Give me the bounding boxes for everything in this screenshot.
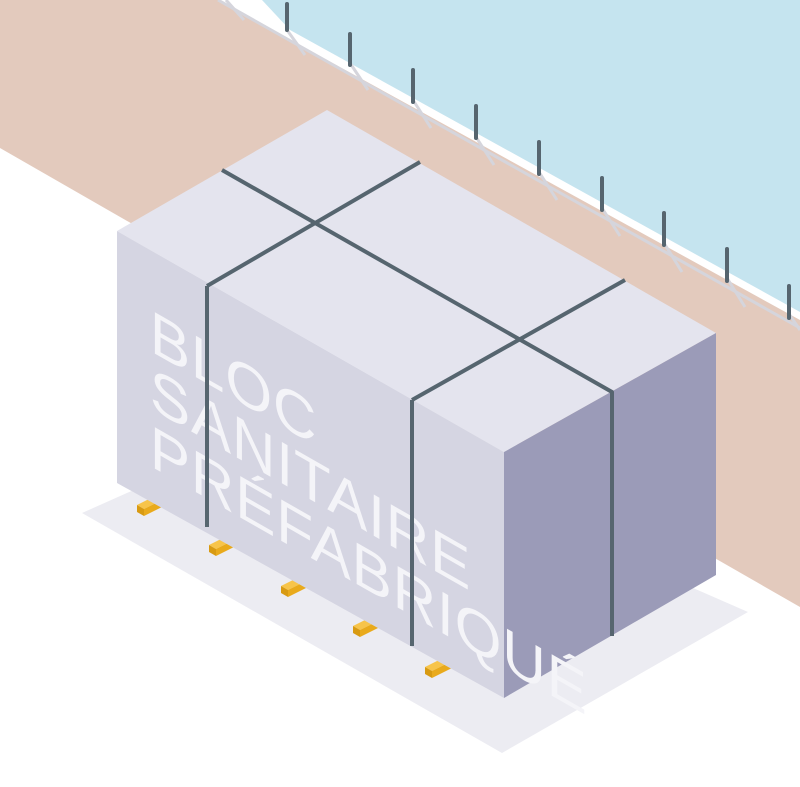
railing-diagonal: [411, 99, 433, 129]
railing-diagonal: [285, 29, 307, 56]
railing-diagonal: [662, 242, 684, 273]
railing-diagonal: [537, 171, 559, 201]
railing-diagonal: [725, 277, 747, 308]
box-front-face: [117, 231, 504, 698]
straps: [205, 160, 626, 646]
strap-icon: [411, 278, 626, 402]
railing: [217, 0, 800, 331]
railing-diagonal: [600, 207, 622, 237]
strap-icon: [221, 168, 614, 636]
railing-diagonal: [348, 62, 370, 91]
railing-posts: [285, 2, 791, 320]
railing-diagonal: [224, 0, 246, 22]
railing-diagonal: [474, 136, 496, 166]
